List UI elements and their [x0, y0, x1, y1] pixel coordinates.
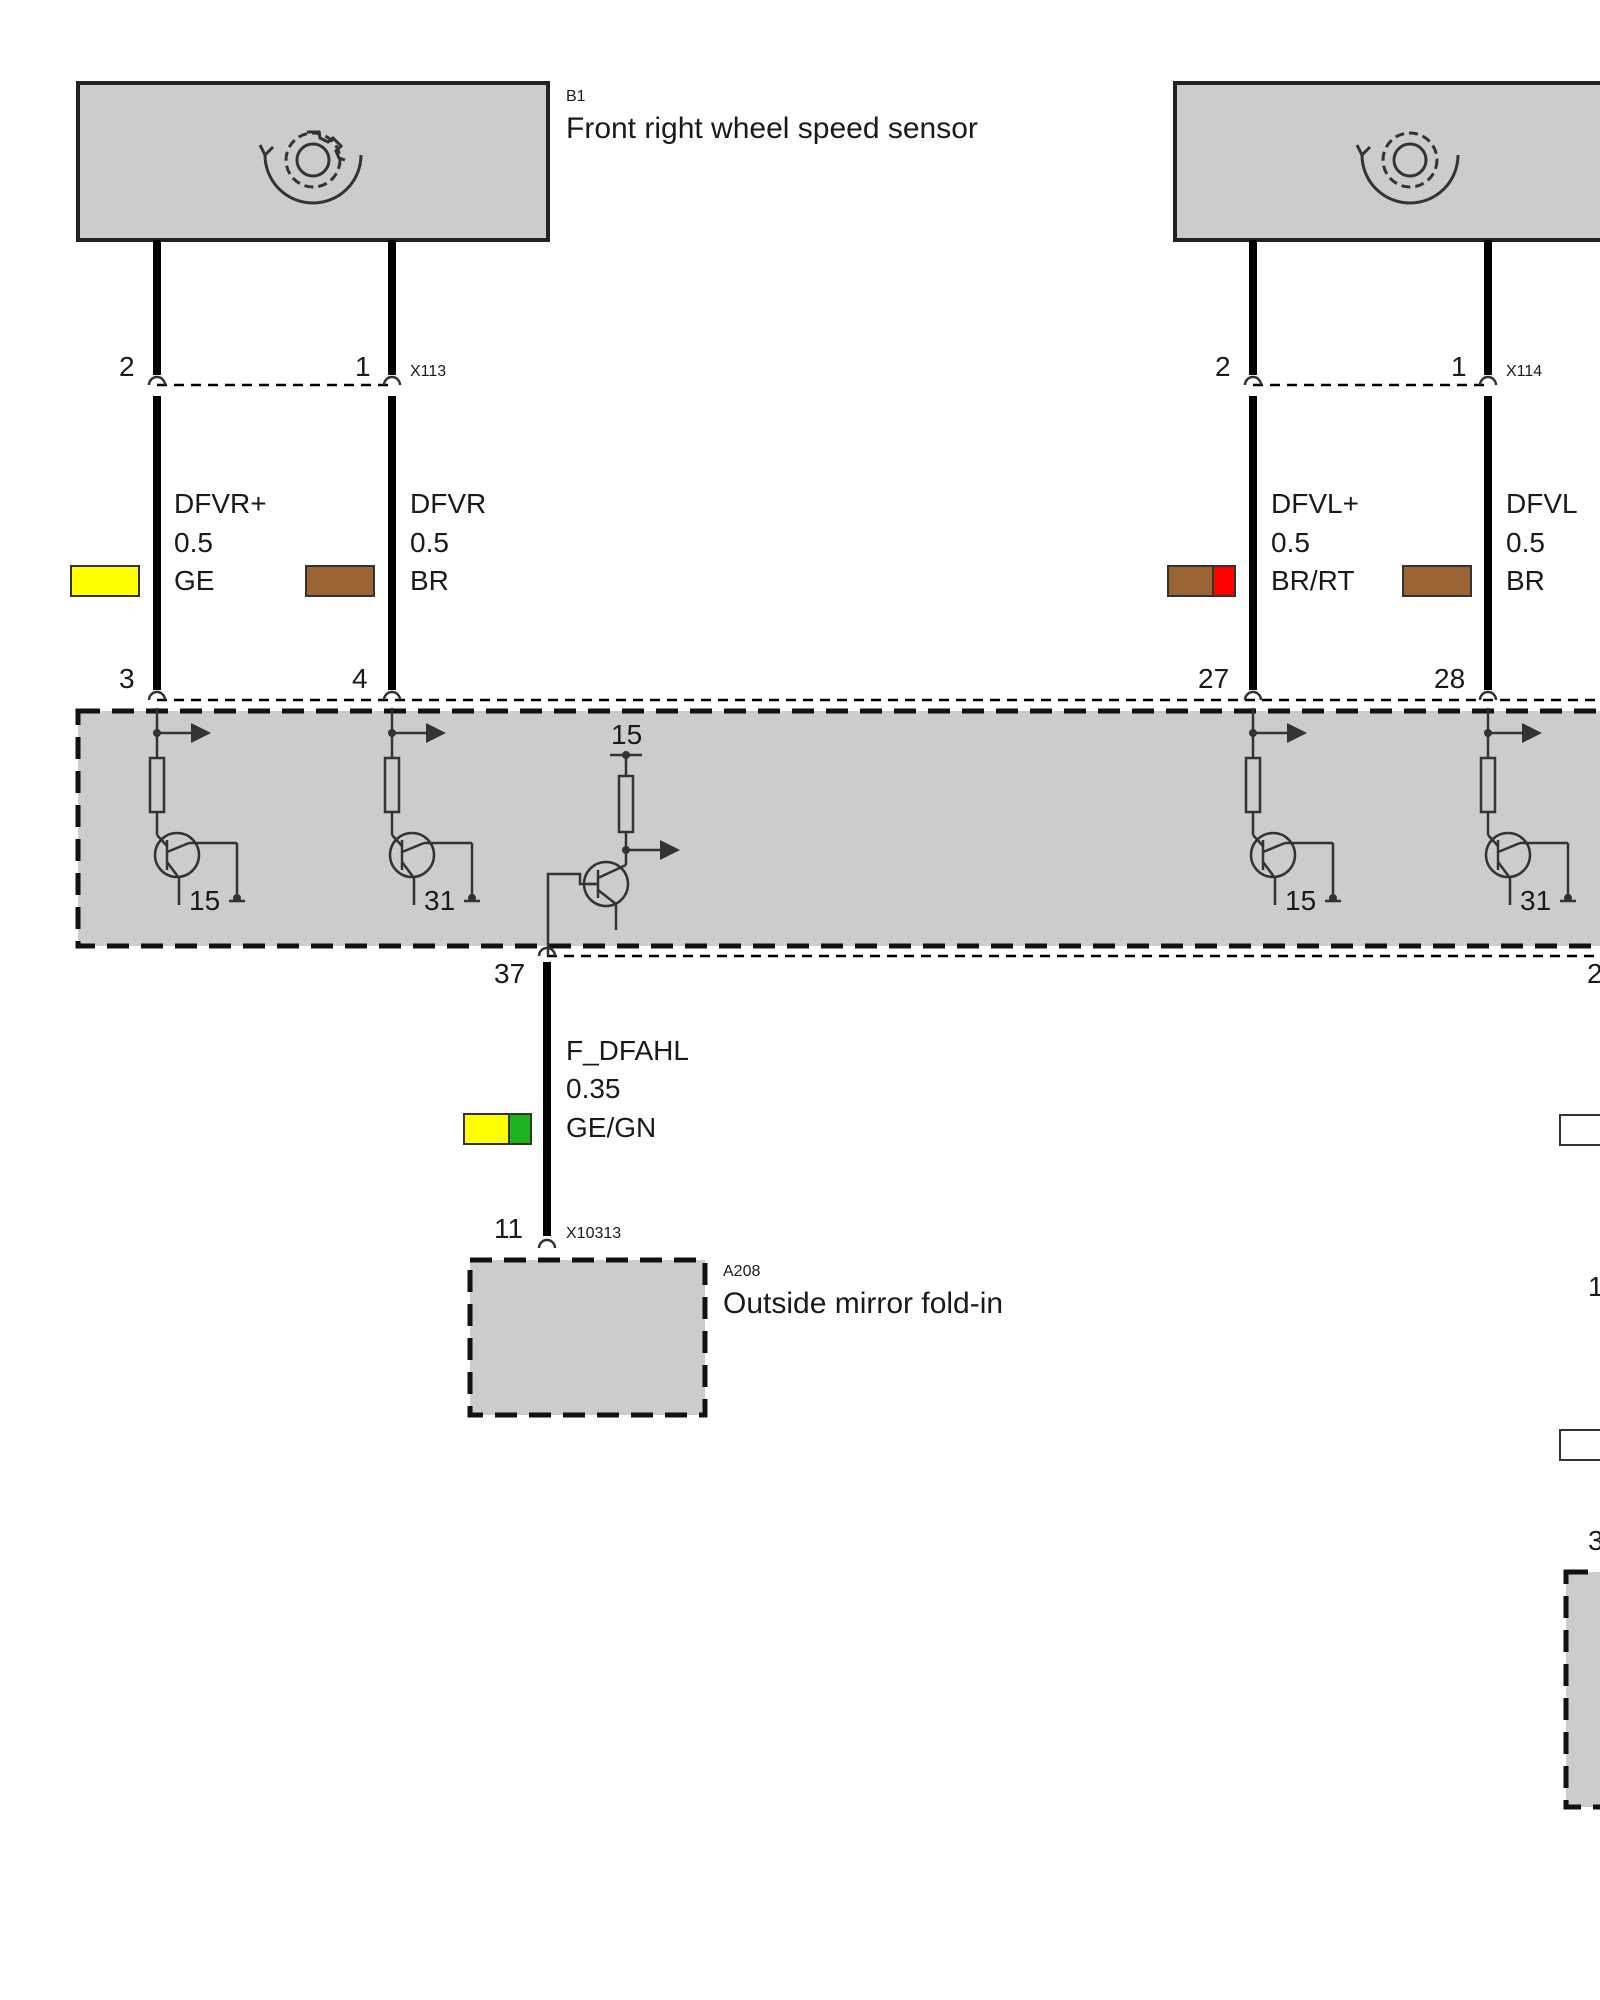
- a208-id: A208: [723, 1263, 760, 1280]
- pin-label: 1: [355, 351, 371, 382]
- control-module[interactable]: [75, 690, 1600, 958]
- right-sensor-box: [1173, 81, 1600, 242]
- pin-label: 1: [1451, 351, 1467, 382]
- pin-label: 27: [1198, 663, 1229, 694]
- wire-gauge: 0.5: [174, 527, 213, 558]
- connector-x114-label: X114: [1506, 363, 1542, 380]
- b1-id: B1: [566, 88, 586, 105]
- wire-signal: DFVL: [1506, 488, 1578, 519]
- pin-label: 4: [352, 663, 368, 694]
- edge-component-box: [1563, 1569, 1600, 1810]
- component-right-sensor[interactable]: [1173, 81, 1600, 242]
- a208-name: Outside mirror fold-in: [723, 1287, 1003, 1320]
- wire-color-code: BR: [410, 565, 449, 596]
- wire-color-swatch: [305, 565, 375, 597]
- wire-color-code: BR: [1506, 565, 1545, 596]
- input-stage-ch2: 31: [383, 708, 480, 916]
- input-stage-ch1: 15: [148, 708, 245, 916]
- connector-x10313-label: X10313: [566, 1225, 621, 1242]
- pin-label: 37: [494, 958, 525, 989]
- module-pin-label: 15: [1285, 885, 1316, 916]
- wheel-sensor-icon: [1355, 131, 1460, 205]
- wire-color-code: GE: [174, 565, 214, 596]
- input-stage-ch5: 31: [1479, 708, 1576, 916]
- a208-box: [467, 1257, 708, 1418]
- wire-color-swatch: [463, 1113, 532, 1145]
- edge-color-swatch: [1559, 1429, 1600, 1461]
- wire-signal: F_DFAHL: [566, 1035, 689, 1066]
- b1-name: Front right wheel speed sensor: [566, 112, 978, 145]
- b1-box: [76, 81, 550, 242]
- edge-pin-label: 3: [1588, 1525, 1600, 1556]
- pin-label: 3: [119, 663, 135, 694]
- pin-label: 11: [494, 1213, 523, 1244]
- pin-label: 2: [119, 351, 135, 382]
- edge-pin-label: 2: [1587, 958, 1600, 989]
- connector-x113-label: X113: [410, 363, 446, 380]
- component-b1[interactable]: B1 Front right wheel speed sensor: [76, 81, 978, 242]
- wire-color-swatch: [70, 565, 140, 597]
- output-stage-ch3: 15: [546, 719, 680, 956]
- pin-label: 2: [1215, 351, 1231, 382]
- module-pin-label: 15: [189, 885, 220, 916]
- wire-signal: DFVR: [410, 488, 486, 519]
- component-a208[interactable]: A208 Outside mirror fold-in: [467, 1257, 1003, 1418]
- wire-signal: DFVL+: [1271, 488, 1359, 519]
- wire-f-dfahl[interactable]: 37 11 X10313 F_DFAHL 0.35 GE/GN: [463, 946, 689, 1249]
- pin-label: 28: [1434, 663, 1465, 694]
- wire-color-code: GE/GN: [566, 1112, 656, 1143]
- wire-color-swatch: [1167, 565, 1236, 597]
- wire-dfvr-plus[interactable]: 2 3 DFVR+ 0.5 GE: [70, 240, 267, 694]
- wire-gauge: 0.5: [410, 527, 449, 558]
- control-module-box: [75, 708, 1600, 949]
- module-pin-label: 31: [424, 885, 455, 916]
- wire-gauge: 0.35: [566, 1073, 621, 1104]
- module-pin-label: 15: [611, 719, 642, 750]
- wire-dfvr[interactable]: 1 4 DFVR 0.5 BR: [305, 240, 486, 694]
- wire-signal: DFVR+: [174, 488, 267, 519]
- wire-color-code: BR/RT: [1271, 565, 1355, 596]
- edge-color-swatch: [1559, 1114, 1600, 1146]
- module-pin-label: 31: [1520, 885, 1551, 916]
- wire-dfvl[interactable]: 1 28 DFVL 0.5 BR: [1402, 240, 1578, 694]
- wire-dfvl-plus[interactable]: 2 27 DFVL+ 0.5 BR/RT: [1167, 240, 1359, 694]
- input-stage-ch4: 15: [1244, 708, 1341, 916]
- right-edge-partial: 2 1 3: [1559, 958, 1600, 1810]
- edge-pin-label: 1: [1588, 1271, 1600, 1302]
- wire-color-swatch: [1402, 565, 1472, 597]
- wire-gauge: 0.5: [1271, 527, 1310, 558]
- wheel-sensor-icon: [258, 130, 363, 205]
- wire-gauge: 0.5: [1506, 527, 1545, 558]
